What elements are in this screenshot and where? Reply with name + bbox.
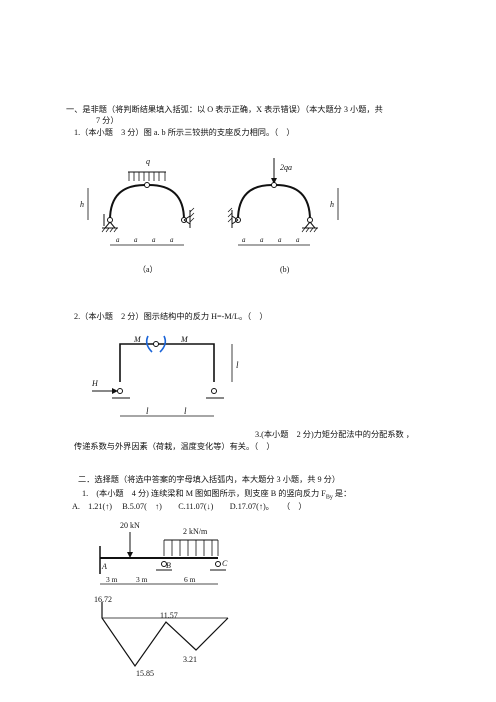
section2-heading: 二．选择题（将选中答案的字母填入括弧内，本大题分 3 小题，共 9 分） bbox=[78, 475, 341, 484]
q1-figure-b: 2qa h a a a a (b) bbox=[227, 158, 339, 274]
q1-figure-a: q h a a a a （a） bbox=[80, 157, 195, 274]
s2-q1-text: 1. (本小题 4 分) 连续梁和 M 图如图所示，则支座 B 的竖向反力 FB… bbox=[82, 489, 352, 501]
force-h-label: H bbox=[91, 379, 99, 388]
svg-text:a: a bbox=[116, 236, 120, 244]
length-l-vert-label: l bbox=[236, 360, 239, 370]
moment-right-icon bbox=[159, 335, 167, 353]
moment-diagram bbox=[101, 602, 229, 668]
distributed-load-arrows bbox=[128, 172, 166, 181]
support-b-label: B bbox=[166, 561, 171, 570]
s2-q1-figure: 20 kN 2 kN/m A B C 3 m 3 m 6 m 16.72 11.… bbox=[94, 521, 229, 678]
height-h-label-b: h bbox=[330, 200, 334, 209]
svg-text:a: a bbox=[260, 236, 264, 244]
s2-q1-options: A. 1.21(↑) B.5.07( ↑) C.11.07(↓) D.17.07… bbox=[72, 502, 307, 511]
arch-a bbox=[109, 183, 185, 221]
support-a-label: A bbox=[101, 562, 107, 571]
svg-text:a: a bbox=[278, 236, 282, 244]
arch-b bbox=[237, 183, 311, 221]
svg-text:3.21: 3.21 bbox=[183, 655, 197, 664]
svg-text:15.85: 15.85 bbox=[136, 669, 154, 678]
svg-text:a: a bbox=[170, 236, 174, 244]
distributed-load-label: 2 kN/m bbox=[183, 527, 208, 536]
q2-text: 2.（本小题 2 分）图示结构中的反力 H=-M/L。（ ） bbox=[74, 312, 268, 321]
svg-text:3 m: 3 m bbox=[136, 575, 148, 584]
point-load-label: 20 kN bbox=[120, 521, 140, 530]
svg-text:11.57: 11.57 bbox=[160, 611, 178, 620]
moment-m-left-label: M bbox=[133, 335, 142, 344]
q3-text: 3.(本小题 2 分)力矩分配法中的分配系数 ， bbox=[255, 430, 414, 439]
svg-text:a: a bbox=[152, 236, 156, 244]
svg-text:a: a bbox=[242, 236, 246, 244]
moment-left-icon bbox=[145, 335, 153, 353]
q3-text-cont: 传递系数与外界因素（荷栽，温度变化等）有关。（ ） bbox=[74, 442, 275, 451]
caption-a: （a） bbox=[138, 265, 158, 274]
length-l-left-label: l bbox=[146, 406, 149, 416]
section1-heading-cont: 7 分） bbox=[96, 116, 119, 125]
svg-text:6 m: 6 m bbox=[184, 575, 196, 584]
svg-text:a: a bbox=[134, 236, 138, 244]
svg-text:a: a bbox=[296, 236, 300, 244]
svg-text:16.72: 16.72 bbox=[94, 595, 112, 604]
moment-m-right-label: M bbox=[180, 335, 189, 344]
caption-b: (b) bbox=[280, 265, 290, 274]
section1-heading: 一、是非题（将判断结果填入括弧：以 O 表示正确，X 表示错误）（本大题分 3 … bbox=[66, 105, 383, 114]
load-q-label: q bbox=[146, 157, 150, 166]
length-l-right-label: l bbox=[184, 406, 187, 416]
support-c-label: C bbox=[222, 559, 228, 568]
load-2qa-label: 2qa bbox=[280, 163, 292, 172]
height-h-label: h bbox=[80, 200, 84, 209]
q1-text: 1.（本小题 3 分）图 a. b 所示三铰拱的支座反力相同。（ ） bbox=[74, 128, 295, 137]
svg-text:3 m: 3 m bbox=[106, 575, 118, 584]
q2-figure: M M H l l l bbox=[91, 335, 239, 417]
